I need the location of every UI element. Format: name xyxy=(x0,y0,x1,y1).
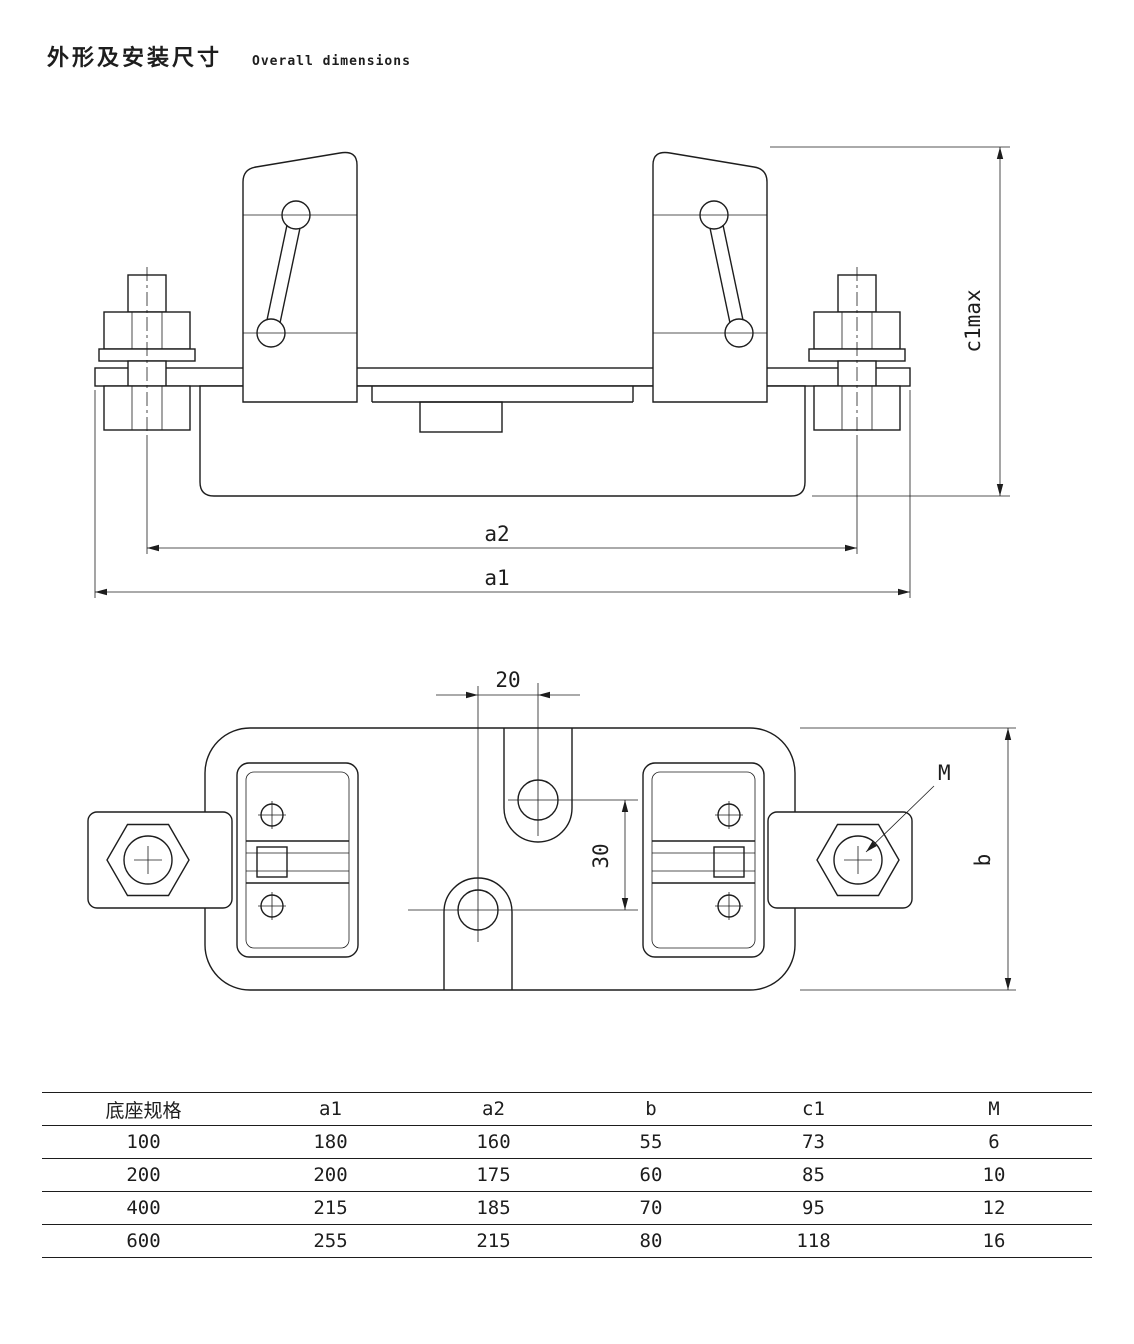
tv-centerlines xyxy=(408,683,638,942)
dim-label-m: M xyxy=(938,761,951,785)
table-cell: 185 xyxy=(476,1197,511,1219)
dim-label-a2: a2 xyxy=(484,522,509,546)
table-cell: 95 xyxy=(802,1197,825,1219)
table-header-cell-b: b xyxy=(645,1098,657,1120)
table-cell: 600 xyxy=(126,1230,161,1252)
terminal-bolt-right xyxy=(808,267,906,438)
title-chinese: 外形及安装尺寸 xyxy=(47,45,223,70)
dim-label-c1max: c1max xyxy=(961,289,985,352)
spec-table: 底座规格 a1 a2 b c1 M 100 180 160 55 73 6 20… xyxy=(42,1092,1092,1258)
table-cell: 10 xyxy=(982,1164,1006,1186)
dimension-20: 20 xyxy=(436,668,580,699)
mounting-plate xyxy=(94,367,911,387)
hex-bolt-right xyxy=(816,823,900,897)
table-header-cell-c1: c1 xyxy=(802,1098,825,1120)
spring-loop-top xyxy=(699,200,729,230)
dimension-a2: a2 xyxy=(146,438,858,554)
dim-label-20: 20 xyxy=(495,668,520,692)
table-cell: 55 xyxy=(639,1131,663,1153)
table-cell: 160 xyxy=(476,1131,511,1153)
table-cell: 200 xyxy=(126,1164,161,1186)
table-cell: 200 xyxy=(313,1164,348,1186)
table-header-cell-a1: a1 xyxy=(319,1098,342,1120)
dimension-c1max: c1max xyxy=(770,146,1010,497)
fuse-clip-left xyxy=(242,151,358,403)
base-body xyxy=(199,385,806,497)
table-row: 400 215 185 70 95 12 xyxy=(42,1192,1092,1225)
table-row: 100 180 160 55 73 6 xyxy=(42,1126,1092,1159)
table-cell: 180 xyxy=(313,1131,348,1153)
top-view-drawing: 20 30 b M xyxy=(87,668,1016,991)
table-cell: 70 xyxy=(639,1197,663,1219)
table-cell: 118 xyxy=(796,1230,831,1252)
table-cell: 175 xyxy=(476,1164,511,1186)
spring-loop-bottom xyxy=(724,318,754,348)
table-cell: 400 xyxy=(126,1197,161,1219)
table-cell: 12 xyxy=(982,1197,1006,1219)
table-cell: 73 xyxy=(802,1131,825,1153)
table-cell: 60 xyxy=(639,1164,663,1186)
dimension-M: M xyxy=(865,761,951,853)
terminal-bolt-left xyxy=(98,267,196,438)
tv-terminal-pad-left xyxy=(87,811,233,909)
tv-fuse-clip-right xyxy=(642,762,765,958)
dimension-a1: a1 xyxy=(94,390,911,598)
dim-label-a1: a1 xyxy=(484,566,509,590)
fuse-clip-right xyxy=(652,151,768,403)
page-title: 外形及安装尺寸 Overall dimensions xyxy=(47,40,411,72)
tv-terminal-pad-right xyxy=(767,811,913,909)
front-view-drawing: c1max a2 a1 xyxy=(94,146,1010,598)
table-header-cell-spec: 底座规格 xyxy=(105,1100,182,1122)
table-cell: 6 xyxy=(988,1131,1000,1153)
tv-fuse-clip-left xyxy=(236,762,359,958)
table-row: 600 255 215 80 118 16 xyxy=(42,1225,1092,1258)
dim-label-30: 30 xyxy=(589,843,613,868)
table-header-cell-M: M xyxy=(988,1098,1000,1120)
table-cell: 85 xyxy=(802,1164,825,1186)
hex-bolt-left xyxy=(106,823,190,897)
dimension-30: 30 xyxy=(589,800,629,910)
table-cell: 255 xyxy=(313,1230,348,1252)
table-cell: 80 xyxy=(639,1230,663,1252)
dimension-b: b xyxy=(800,727,1016,991)
table-cell: 100 xyxy=(126,1131,161,1153)
table-header-cell-a2: a2 xyxy=(482,1098,505,1120)
table-cell: 215 xyxy=(313,1197,348,1219)
spring-loop-bottom xyxy=(256,318,286,348)
table-header-row: 底座规格 a1 a2 b c1 M xyxy=(42,1093,1092,1126)
table-cell: 215 xyxy=(476,1230,511,1252)
dim-label-b: b xyxy=(971,854,995,867)
table-cell: 16 xyxy=(982,1230,1006,1252)
body-center-boss xyxy=(419,401,503,433)
table-row: 200 200 175 60 85 10 xyxy=(42,1159,1092,1192)
title-english: Overall dimensions xyxy=(252,54,411,69)
spring-loop-top xyxy=(281,200,311,230)
